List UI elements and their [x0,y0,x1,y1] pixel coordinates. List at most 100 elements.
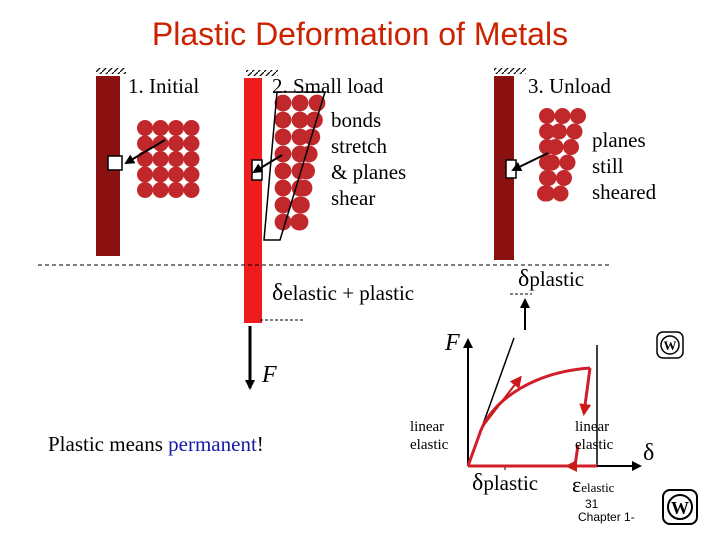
linear-elastic-label-left: linear elastic [410,418,448,454]
atom [137,120,153,136]
atom [152,166,169,183]
atom [152,120,169,136]
atom [539,123,555,140]
atom [552,185,569,202]
atom-grid-sheared [537,108,586,202]
linear-elastic-label-right: linear elastic [575,418,613,454]
atom [183,182,200,198]
atom [540,170,557,186]
label-line: linear [410,419,445,435]
graph-delta-plastic-label: δplastic [472,470,538,497]
university-seal-logo: W [656,331,684,359]
atom [183,120,200,136]
atom [570,108,586,124]
wall-hatch [494,68,526,74]
atom [137,166,153,183]
atom [183,166,200,183]
stage-3-label: 3. Unload [528,74,611,98]
unloading-line [579,367,592,416]
atom [274,128,292,146]
svg-text:W: W [664,338,677,353]
atom [300,145,318,163]
page-title: Plastic Deformation of Metals [151,16,569,52]
note-line: shear [331,186,376,210]
label-line: linear [575,419,610,435]
loading-arrow [482,375,522,427]
atom [563,139,579,155]
note-line: planes [592,128,646,152]
graph-x-label: δ [643,440,655,466]
atom [168,182,184,198]
caption-highlight: permanent [168,432,257,456]
caption-prefix: Plastic means [48,432,169,456]
delta-plastic-label: δplastic [518,266,584,293]
atom [168,166,184,183]
stage-2-label: 2. Small load [272,74,384,98]
epsilon-subscript: elastic [581,480,615,495]
delta-subscript: elastic + plastic [283,281,415,305]
delta-elastic-plastic-label: δelastic + plastic [272,280,414,307]
atom-grid [137,120,200,198]
caption-suffix: ! [256,432,264,456]
stage-unload [494,68,586,330]
label-line: elastic [410,437,449,453]
atom [554,108,571,124]
svg-text:W: W [671,498,689,518]
atom [537,185,553,202]
note-line: stretch [331,134,387,158]
atom [168,135,184,152]
epsilon-elastic-label: εelastic [572,472,614,498]
atom [274,145,292,163]
atom [137,151,153,167]
note-line: sheared [592,180,657,204]
atom [290,213,308,231]
atom [152,182,169,198]
rod-stretched [244,78,262,323]
epsilon-symbol: ε [572,472,582,497]
delta-subscript: plastic [529,267,585,291]
pointer-arrow [511,152,549,172]
stage-small-load [244,70,327,390]
stage-initial [96,68,200,256]
delta-symbol: δ [272,280,284,306]
rod-tab [107,155,123,171]
stage-1-label: 1. Initial [128,74,200,98]
atom [168,120,184,136]
atom [274,94,292,112]
force-deformation-graph [463,337,642,472]
delta-symbol: δ [518,266,530,292]
atom [559,154,576,171]
atom [291,94,309,112]
atom [308,94,326,112]
delta-subscript: plastic [483,471,539,495]
atom [274,179,292,197]
atom [168,151,184,167]
atom-grid-sheared [274,94,326,231]
note-line: & planes [331,160,407,184]
atom [566,123,583,140]
atom [291,111,309,129]
stage-3-note: planes still sheared [592,127,656,205]
atom [306,111,323,129]
atom [539,108,555,124]
shear-plane [263,91,327,241]
note-line: still [592,154,624,178]
atom [556,170,572,186]
caption: Plastic means permanent! [48,432,264,457]
atom [137,182,153,198]
atom [274,196,292,214]
atom [295,179,313,197]
stage-2-note: bonds stretch & planes shear [331,107,406,211]
atom [274,162,292,180]
atom [291,128,309,146]
university-seal-logo-large: W [662,489,698,525]
page-number: 31 [585,497,599,511]
chapter-label: Chapter 1- [578,510,635,524]
atom [547,139,564,155]
atom [183,135,200,152]
pointer-arrow [252,154,283,174]
note-line: bonds [331,108,382,132]
atom [544,154,560,171]
atom [551,123,567,140]
